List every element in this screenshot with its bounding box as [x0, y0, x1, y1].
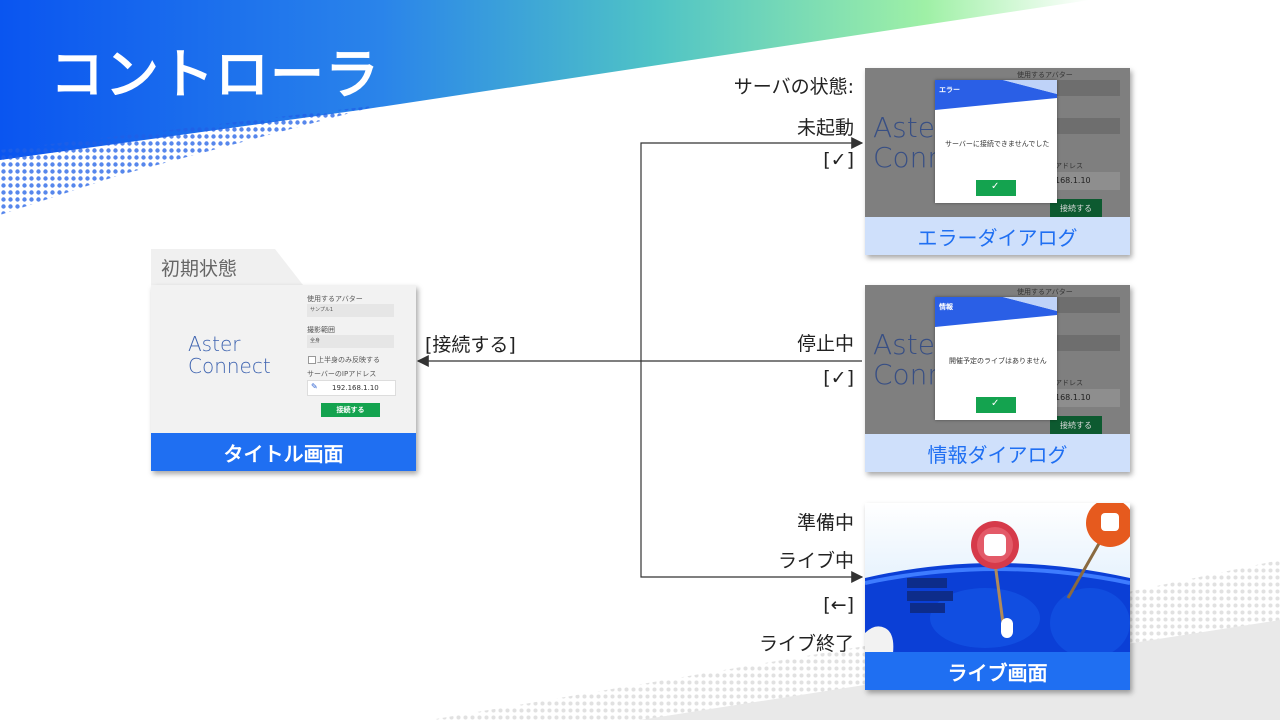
upper-body-label: 上半身のみ反映する	[317, 356, 380, 364]
arrow-to-live-screen	[640, 361, 864, 583]
state-stopped: 停止中	[796, 333, 854, 355]
live-screen-caption: ライブ画面	[865, 652, 1130, 690]
arrow-to-error-dialog	[640, 137, 864, 361]
ok-action-info: [✓]	[823, 367, 854, 389]
info-dialog-title: 情報	[939, 303, 953, 311]
mode-select[interactable]: 全身	[307, 335, 394, 348]
state-live-ended: ライブ終了	[758, 633, 854, 655]
info-dialog-message: 開催予定のライブはありません	[949, 357, 1047, 365]
slide-title: コントローラ	[50, 43, 380, 106]
back-action-label: [←]	[823, 594, 854, 616]
state-preparing: 準備中	[796, 512, 854, 534]
live-screen-thumbnail: ライブ画面	[865, 503, 1130, 690]
aster-connect-logo: Aster Conn	[873, 328, 947, 391]
error-ok-button[interactable]: ✓	[976, 180, 1016, 196]
state-not-started: 未起動	[796, 117, 854, 139]
error-dialog-title: エラー	[939, 86, 960, 94]
initial-state-label: 初期状態	[161, 258, 238, 280]
connect-button[interactable]: 接続する	[321, 403, 380, 417]
check-icon: ✓	[991, 181, 1000, 192]
ip-label: サーバーのIPアドレス	[307, 370, 377, 378]
error-dialog-caption: エラーダイアログ	[865, 217, 1130, 255]
info-ok-button[interactable]: ✓	[976, 397, 1016, 413]
initial-state-tab	[151, 249, 303, 285]
live-stage-illustration	[865, 503, 1130, 653]
info-dialog-thumbnail: Aster Conn 使用するアバター アドレス 168.1.10 接続する 情…	[865, 285, 1130, 472]
avatar-label: 使用するアバター	[307, 295, 363, 303]
connect-action-label: [接続する]	[425, 334, 516, 356]
aster-connect-logo: Aster Connect	[188, 332, 271, 378]
error-dialog-message: サーバーに接続できませんでした	[945, 140, 1050, 148]
error-dialog: エラー サーバーに接続できませんでした ✓	[935, 80, 1057, 203]
info-dialog-caption: 情報ダイアログ	[865, 434, 1130, 472]
ok-action-error: [✓]	[823, 149, 854, 171]
title-screen-thumbnail: Aster Connect 使用するアバター サンプル1 撮影範囲 全身 上半身…	[151, 285, 416, 471]
pencil-icon: ✎	[311, 382, 318, 391]
server-state-label: サーバの状態:	[733, 76, 854, 98]
state-live: ライブ中	[777, 550, 854, 572]
avatar-select[interactable]: サンプル1	[307, 304, 394, 317]
aster-connect-logo: Aster Conn	[873, 111, 947, 174]
check-icon: ✓	[991, 398, 1000, 409]
error-dialog-thumbnail: Aster Conn 使用するアバター アドレス 168.1.10 接続する エ…	[865, 68, 1130, 255]
info-dialog: 情報 開催予定のライブはありません ✓	[935, 297, 1057, 420]
upper-body-checkbox[interactable]	[308, 356, 316, 364]
ip-input[interactable]: ✎ 192.168.1.10	[307, 380, 396, 396]
mode-label: 撮影範囲	[307, 326, 335, 334]
title-screen-caption: タイトル画面	[151, 433, 416, 471]
